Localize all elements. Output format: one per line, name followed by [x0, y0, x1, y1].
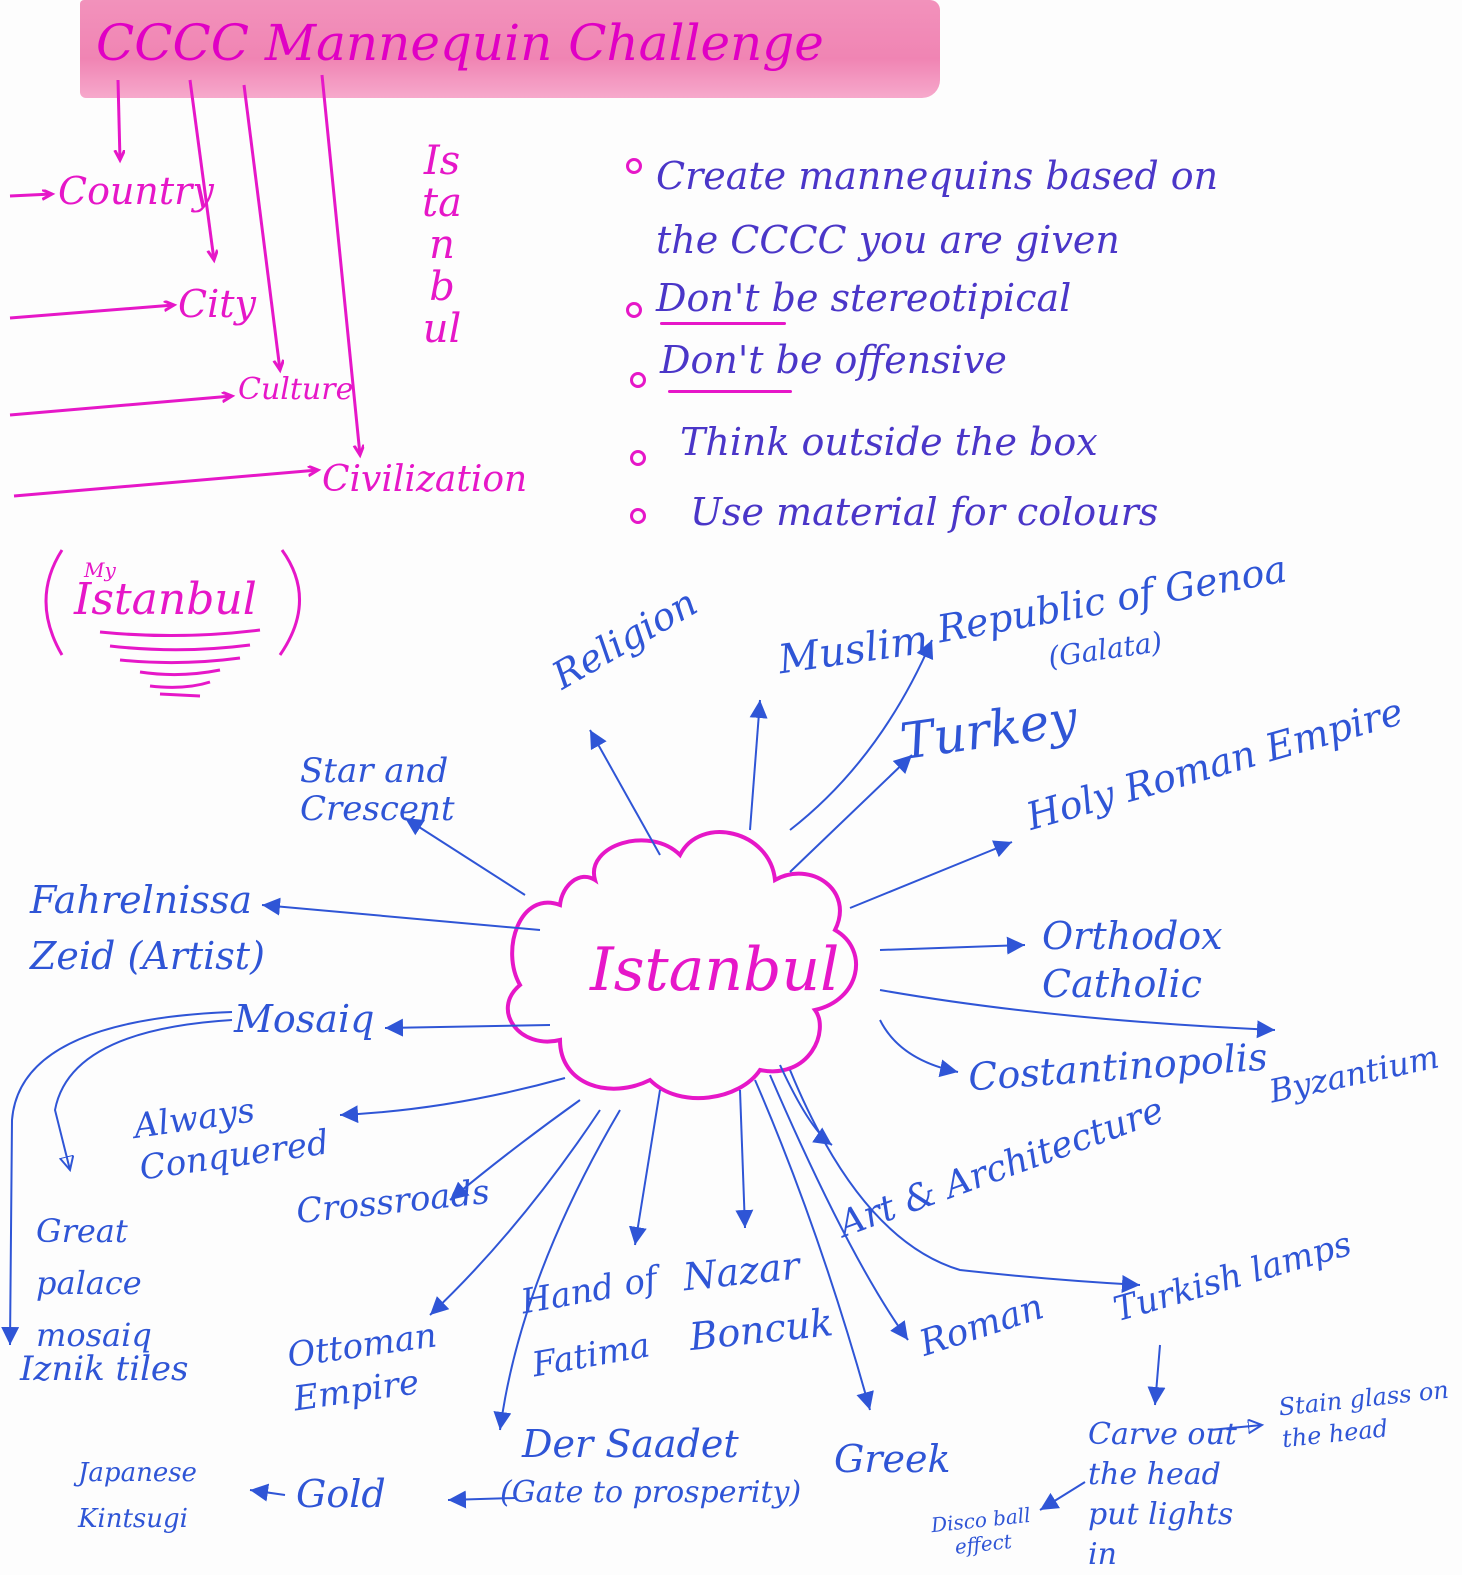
bullet-dot [630, 372, 646, 388]
node-gold: Gold [296, 1472, 386, 1516]
bullet-5: Use material for colours [690, 490, 1159, 534]
node-carve-head: Carve out the head put lights in [1088, 1417, 1237, 1572]
my-istanbul: Istanbul [74, 574, 257, 625]
node-great-palace: Great palace mosaiq [36, 1212, 152, 1354]
node-orthodox-catholic: Orthodox Catholic [1042, 914, 1223, 1006]
bullet-dot [630, 450, 646, 466]
cccc-culture: Culture [238, 372, 354, 407]
bullet-3: Don't be offensive [660, 338, 1007, 382]
node-mosaiq: Mosaiq [234, 997, 375, 1041]
node-greek: Greek [834, 1437, 951, 1481]
bullet-1: Create mannequins based on the CCCC you … [656, 154, 1219, 262]
vertical-istanbul: Istanbul [422, 138, 462, 352]
node-kintsugi: Japanese Kintsugi [78, 1458, 197, 1534]
center-cloud [505, 830, 859, 1101]
bullet-dot [626, 158, 642, 174]
node-nazar: Nazar Boncuk [680, 1243, 836, 1360]
node-hand-of-fatima: Hand of Fatima [518, 1259, 661, 1386]
bullet-2: Don't be stereotipical [656, 276, 1072, 320]
bullet-dot [630, 508, 646, 524]
node-star-crescent: Star and Crescent [300, 751, 455, 829]
node-gate-prosperity: (Gate to prosperity) [500, 1475, 802, 1510]
underline [668, 390, 792, 393]
node-der-saadet: Der Saadet [522, 1422, 739, 1466]
bullet-dot [626, 302, 642, 318]
node-iznik: Iznik tiles [20, 1349, 189, 1389]
cccc-country: Country [58, 169, 214, 213]
page-title: CCCC Mannequin Challenge [96, 14, 824, 72]
bullet-4: Think outside the box [680, 420, 1098, 464]
underline [660, 322, 786, 325]
title-highlight [80, 0, 940, 98]
node-fahrelnissa: Fahrelnissa Zeid (Artist) [30, 878, 265, 978]
mindmap-center: Istanbul [590, 935, 840, 1005]
cccc-city: City [178, 282, 256, 326]
my-prefix: My [84, 558, 116, 582]
cccc-civilization: Civilization [322, 459, 528, 500]
